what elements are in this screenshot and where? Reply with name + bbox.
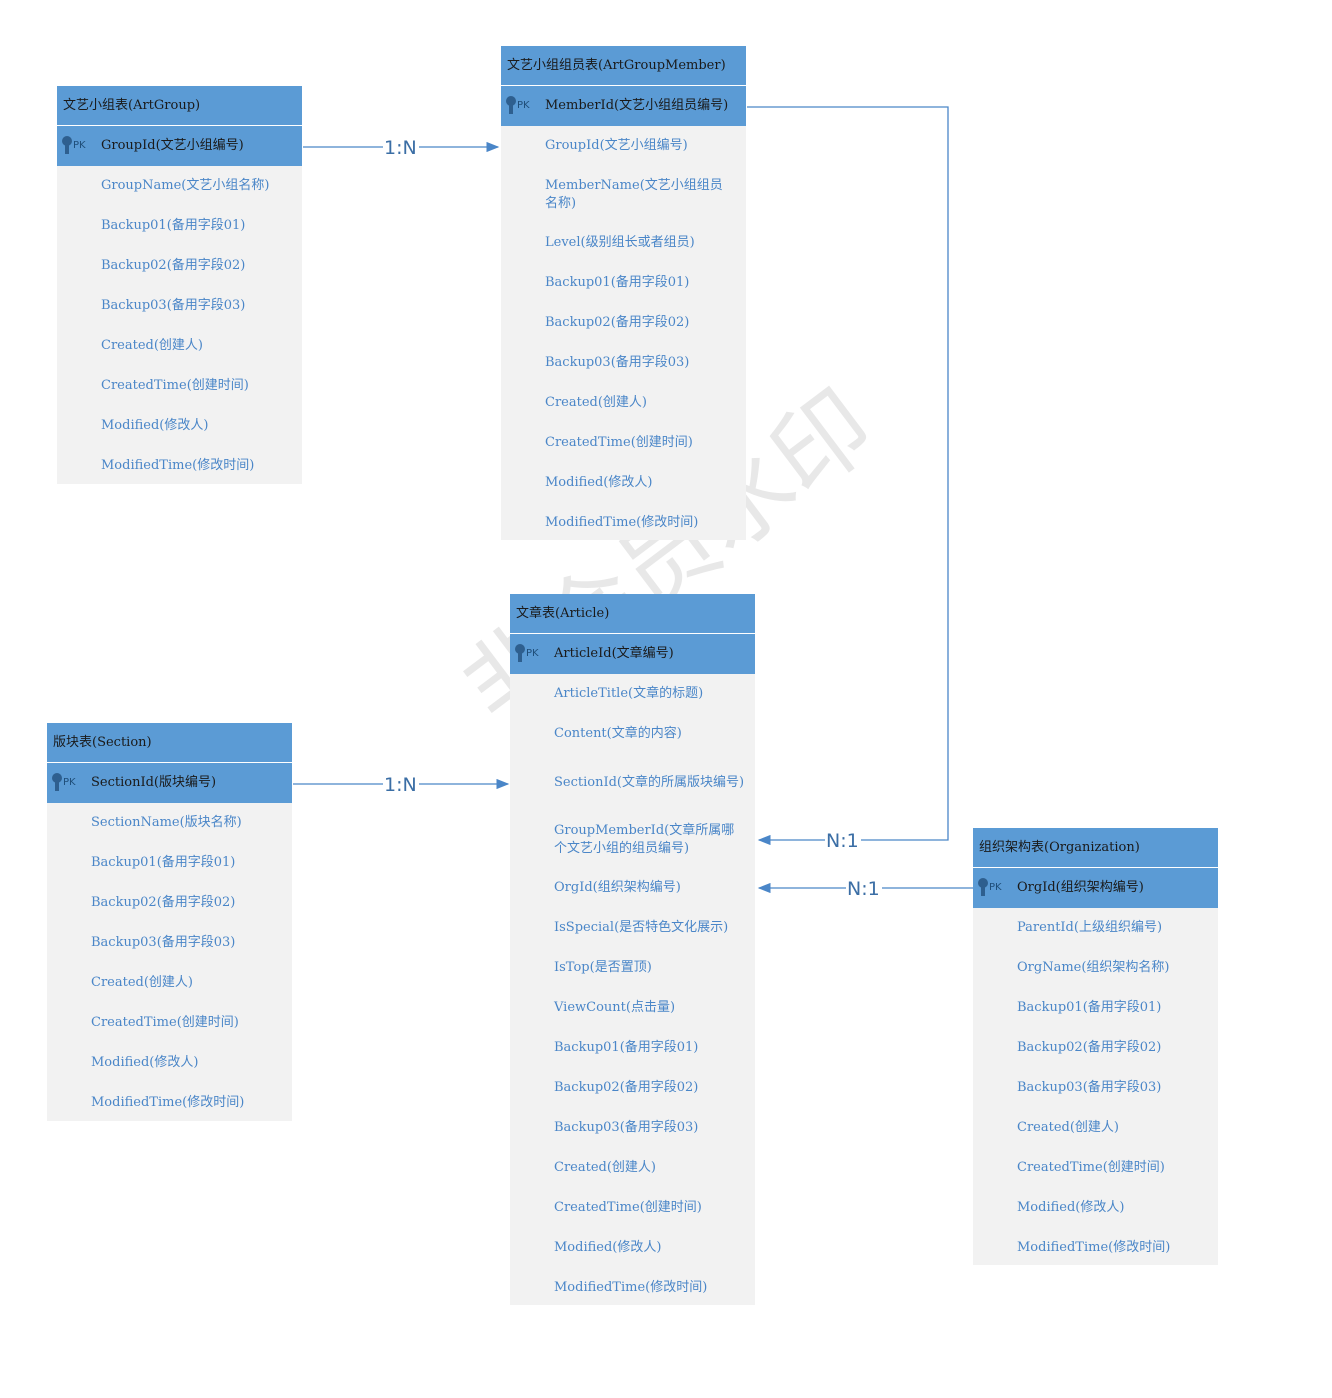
- key-icon: PK: [62, 136, 86, 154]
- entity-title: 文艺小组组员表(ArtGroupMember): [501, 46, 746, 86]
- field-row[interactable]: SectionId(文章的所属版块编号): [554, 774, 745, 790]
- field-row[interactable]: IsTop(是否置顶): [554, 960, 652, 975]
- relation-label-1n-group: 1:N: [384, 137, 417, 159]
- field-row[interactable]: ModifiedTime(修改时间): [101, 458, 255, 473]
- field-row[interactable]: ViewCount(点击量): [554, 1000, 676, 1015]
- connector-member-article: [747, 106, 949, 846]
- field-row[interactable]: Created(创建人): [1017, 1120, 1119, 1135]
- entity-title: 组织架构表(Organization): [973, 828, 1218, 868]
- entity-title: 版块表(Section): [47, 723, 292, 763]
- field-row[interactable]: Created(创建人): [554, 1160, 656, 1175]
- field-row[interactable]: ParentId(上级组织编号): [1017, 920, 1163, 935]
- field-row[interactable]: Backup01(备用字段01): [1017, 1000, 1162, 1015]
- field-row[interactable]: Backup01(备用字段01): [91, 855, 236, 870]
- field-row[interactable]: Backup03(备用字段03): [1017, 1080, 1162, 1095]
- field-row[interactable]: CreatedTime(创建时间): [554, 1200, 702, 1215]
- entity-title: 文章表(Article): [510, 594, 755, 634]
- pk-field: ArticleId(文章编号): [554, 646, 674, 661]
- pk-tag: PK: [526, 648, 539, 659]
- entity-article[interactable]: 文章表(Article) PK ArticleId(文章编号) ArticleT…: [510, 594, 755, 1305]
- entity-artgroup[interactable]: 文艺小组表(ArtGroup) PK GroupId(文艺小组编号) Group…: [57, 86, 302, 484]
- field-row[interactable]: Backup03(备用字段03): [554, 1120, 699, 1135]
- field-row[interactable]: CreatedTime(创建时间): [545, 435, 693, 450]
- field-row[interactable]: CreatedTime(创建时间): [91, 1015, 239, 1030]
- pk-row[interactable]: PK MemberId(文艺小组组员编号): [501, 86, 746, 126]
- field-row[interactable]: IsSpecial(是否特色文化展示): [554, 920, 729, 935]
- relation-label-n1-org: N:1: [847, 878, 880, 900]
- field-row[interactable]: CreatedTime(创建时间): [1017, 1160, 1165, 1175]
- field-row[interactable]: Backup02(备用字段02): [554, 1080, 699, 1095]
- field-row[interactable]: Created(创建人): [91, 975, 193, 990]
- pk-tag: PK: [989, 882, 1002, 893]
- field-row[interactable]: Backup01(备用字段01): [545, 275, 690, 290]
- field-row[interactable]: Backup02(备用字段02): [1017, 1040, 1162, 1055]
- pk-row[interactable]: PK SectionId(版块编号): [47, 763, 292, 803]
- pk-tag: PK: [73, 140, 86, 151]
- entity-title: 文艺小组表(ArtGroup): [57, 86, 302, 126]
- pk-tag: PK: [63, 777, 76, 788]
- field-row[interactable]: Created(创建人): [101, 338, 203, 353]
- field-row[interactable]: ModifiedTime(修改时间): [1017, 1240, 1171, 1255]
- field-row[interactable]: Backup02(备用字段02): [545, 315, 690, 330]
- pk-row[interactable]: PK GroupId(文艺小组编号): [57, 126, 302, 166]
- field-row[interactable]: Modified(修改人): [1017, 1200, 1125, 1215]
- field-row[interactable]: Backup01(备用字段01): [101, 218, 246, 233]
- key-icon: PK: [506, 96, 530, 114]
- field-row[interactable]: ArticleTitle(文章的标题): [554, 686, 704, 701]
- field-row[interactable]: Created(创建人): [545, 395, 647, 410]
- field-row[interactable]: Backup01(备用字段01): [554, 1040, 699, 1055]
- key-icon: PK: [515, 644, 539, 662]
- relation-label-n1-member: N:1: [826, 830, 859, 852]
- key-icon: PK: [978, 878, 1002, 896]
- pk-tag: PK: [517, 100, 530, 111]
- field-row[interactable]: GroupId(文艺小组编号): [545, 138, 688, 153]
- field-row[interactable]: ModifiedTime(修改时间): [545, 515, 699, 530]
- field-row[interactable]: Backup03(备用字段03): [101, 298, 246, 313]
- field-row[interactable]: GroupMemberId(文章所属哪个文艺小组的组员编号): [554, 822, 735, 856]
- field-row[interactable]: Backup02(备用字段02): [101, 258, 246, 273]
- pk-field: MemberId(文艺小组组员编号): [545, 98, 729, 113]
- field-row[interactable]: ModifiedTime(修改时间): [91, 1095, 245, 1110]
- entity-artgroup-member[interactable]: 文艺小组组员表(ArtGroupMember) PK MemberId(文艺小组…: [501, 46, 746, 540]
- field-row[interactable]: OrgName(组织架构名称): [1017, 960, 1170, 975]
- entity-organization[interactable]: 组织架构表(Organization) PK OrgId(组织架构编号) Par…: [973, 828, 1218, 1265]
- pk-row[interactable]: PK OrgId(组织架构编号): [973, 868, 1218, 908]
- field-row[interactable]: Level(级别组长或者组员): [545, 235, 695, 250]
- field-row[interactable]: ModifiedTime(修改时间): [554, 1280, 708, 1295]
- field-row[interactable]: Modified(修改人): [554, 1240, 662, 1255]
- pk-field: SectionId(版块编号): [91, 775, 217, 790]
- entity-section[interactable]: 版块表(Section) PK SectionId(版块编号) SectionN…: [47, 723, 292, 1121]
- field-row[interactable]: CreatedTime(创建时间): [101, 378, 249, 393]
- field-row[interactable]: OrgId(组织架构编号): [554, 880, 681, 895]
- pk-field: GroupId(文艺小组编号): [101, 138, 244, 153]
- field-row[interactable]: Backup03(备用字段03): [91, 935, 236, 950]
- relation-label-1n-section: 1:N: [384, 774, 417, 796]
- pk-row[interactable]: PK ArticleId(文章编号): [510, 634, 755, 674]
- field-row[interactable]: Backup03(备用字段03): [545, 355, 690, 370]
- field-row[interactable]: Content(文章的内容): [554, 726, 682, 741]
- field-row[interactable]: Modified(修改人): [545, 475, 653, 490]
- field-row[interactable]: Modified(修改人): [101, 418, 209, 433]
- field-row[interactable]: GroupName(文艺小组名称): [101, 178, 270, 193]
- pk-field: OrgId(组织架构编号): [1017, 880, 1144, 895]
- field-row[interactable]: MemberName(文艺小组组员名称): [545, 177, 723, 211]
- field-row[interactable]: Backup02(备用字段02): [91, 895, 236, 910]
- field-row[interactable]: SectionName(版块名称): [91, 815, 242, 830]
- key-icon: PK: [52, 773, 76, 791]
- field-row[interactable]: Modified(修改人): [91, 1055, 199, 1070]
